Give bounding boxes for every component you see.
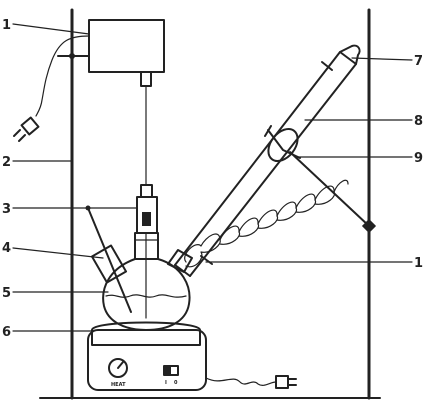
stirrer-bearing-seal xyxy=(142,212,151,226)
power-switch xyxy=(163,365,179,376)
heat-dial-label: HEAT xyxy=(111,382,126,388)
condenser-water-inlet xyxy=(200,255,213,265)
label-10: 1 xyxy=(414,256,423,271)
condenser-jacket-upper xyxy=(174,51,341,266)
stirrer-motor xyxy=(88,19,165,73)
motor-clamp-knob xyxy=(69,53,75,59)
condenser-water-outlet xyxy=(321,61,333,71)
heat-dial-icon xyxy=(108,358,128,378)
condenser-clamp-jaw xyxy=(267,129,301,159)
switch-on-label: I xyxy=(165,380,167,386)
leader-4 xyxy=(12,247,104,259)
label-3: 3 xyxy=(2,202,11,217)
motor-power-cord xyxy=(35,35,90,117)
heater-plug-icon xyxy=(275,375,297,389)
leader-1 xyxy=(12,23,90,35)
side-neck-right xyxy=(167,249,193,273)
motor-plug-icon xyxy=(13,116,40,142)
thermometer xyxy=(87,207,132,313)
condenser-clamp-boss xyxy=(361,218,377,234)
label-4: 4 xyxy=(2,241,11,256)
label-2: 2 xyxy=(2,155,11,170)
leader-7 xyxy=(351,57,413,61)
label-7: 7 xyxy=(414,54,423,69)
label-9: 9 xyxy=(414,151,423,166)
heater-stirrer-base xyxy=(87,329,207,391)
heater-power-cord xyxy=(205,377,277,386)
switch-off-label: 0 xyxy=(174,380,178,386)
flask-liquid-surface xyxy=(105,294,187,298)
motor-shaft-coupler xyxy=(140,71,152,87)
label-5: 5 xyxy=(2,286,11,301)
condenser-top-outlet xyxy=(339,44,361,65)
stirrer-bearing-top xyxy=(140,184,153,198)
heating-mantle-top xyxy=(91,321,201,346)
label-1: 1 xyxy=(2,18,11,33)
label-6: 6 xyxy=(2,325,11,340)
condenser-jacket-lower xyxy=(189,63,357,277)
label-8: 8 xyxy=(414,114,423,129)
condenser-clamp-bar xyxy=(289,151,370,227)
